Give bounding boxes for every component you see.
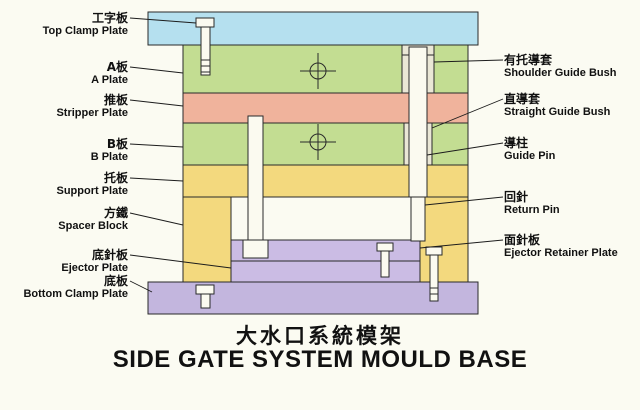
leader-spacer-block <box>129 212 184 226</box>
cap-screw-top-icon <box>195 17 215 76</box>
label-stripper-plate: 推板 Stripper Plate <box>0 93 128 120</box>
label-a-plate-zh: A板 <box>106 60 128 74</box>
label-b-plate: B板 B Plate <box>0 137 128 164</box>
leader-b-plate <box>129 143 184 148</box>
return-pin-right-shape <box>410 196 426 242</box>
label-spacer-block-en: Spacer Block <box>58 220 128 232</box>
leader-straight-bush <box>431 98 504 129</box>
label-straight-guide-bush: 直導套 Straight Guide Bush <box>504 92 640 119</box>
figure-title-english: SIDE GATE SYSTEM MOULD BASE <box>112 346 528 373</box>
label-return-pin-en: Return Pin <box>504 204 560 216</box>
return-pin-left-head-shape <box>242 239 269 259</box>
label-straight-guide-bush-zh: 直導套 <box>504 92 541 106</box>
label-ejector-plate-en: Ejector Plate <box>61 262 128 274</box>
label-return-pin-zh: 回針 <box>504 190 529 204</box>
label-b-plate-en: B Plate <box>90 151 128 163</box>
leader-top-clamp-plate <box>129 17 197 24</box>
label-straight-guide-bush-en: Straight Guide Bush <box>504 106 611 118</box>
centerline-mark-lower-icon <box>300 124 336 160</box>
label-bottom-clamp-plate-en: Bottom Clamp Plate <box>23 288 128 300</box>
leader-stripper-plate <box>129 99 184 107</box>
label-ejector-retainer-plate: 面針板 Ejector Retainer Plate <box>504 233 640 260</box>
label-guide-pin-zh: 導柱 <box>504 136 529 150</box>
ejector-plate-shape <box>230 260 421 283</box>
label-guide-pin-en: Guide Pin <box>504 150 556 162</box>
label-stripper-plate-en: Stripper Plate <box>56 107 128 119</box>
cap-screw-bottom-left-icon <box>195 284 215 309</box>
label-bottom-clamp-plate-zh: 底板 <box>103 274 128 288</box>
label-ejector-retainer-plate-en: Ejector Retainer Plate <box>504 247 618 259</box>
top-clamp-plate-shape <box>147 11 479 46</box>
label-top-clamp-plate-en: Top Clamp Plate <box>42 25 128 37</box>
label-top-clamp-plate: 工字板 Top Clamp Plate <box>0 11 128 38</box>
label-ejector-retainer-plate-zh: 面針板 <box>504 233 541 247</box>
leader-shoulder-bush <box>433 59 504 63</box>
label-bottom-clamp-plate: 底板 Bottom Clamp Plate <box>0 274 128 301</box>
leader-return-pin <box>424 196 504 206</box>
label-support-plate-en: Support Plate <box>56 185 128 197</box>
spacer-block-right-shape <box>419 196 469 283</box>
label-a-plate-en: A Plate <box>91 74 128 86</box>
figure-title-chinese: 大水口系統模架 <box>236 324 404 348</box>
label-support-plate: 托板 Support Plate <box>0 171 128 198</box>
guide-pin-shape <box>408 46 428 198</box>
centerline-mark-upper-icon <box>300 53 336 89</box>
leader-a-plate <box>129 66 184 74</box>
label-support-plate-zh: 托板 <box>103 171 128 185</box>
cap-screw-ejector-icon <box>376 242 394 278</box>
label-shoulder-guide-bush-en: Shoulder Guide Bush <box>504 67 617 79</box>
label-spacer-block-zh: 方鐵 <box>103 206 128 220</box>
label-top-clamp-plate-zh: 工字板 <box>91 11 128 25</box>
return-pin-left-shape <box>247 115 264 241</box>
leader-lines <box>129 17 504 293</box>
label-ejector-plate: 底針板 Ejector Plate <box>0 248 128 275</box>
leader-support-plate <box>129 177 184 182</box>
leader-guide-pin <box>426 142 504 156</box>
label-return-pin: 回針 Return Pin <box>504 190 640 217</box>
leader-ejector-plate <box>129 254 232 269</box>
label-a-plate: A板 A Plate <box>0 60 128 87</box>
label-b-plate-zh: B板 <box>106 137 128 151</box>
spacer-block-left-shape <box>182 196 232 283</box>
label-stripper-plate-zh: 推板 <box>103 93 128 107</box>
label-shoulder-guide-bush: 有托導套 Shoulder Guide Bush <box>504 53 640 80</box>
label-shoulder-guide-bush-zh: 有托導套 <box>504 53 553 67</box>
label-spacer-block: 方鐵 Spacer Block <box>0 206 128 233</box>
leader-retainer-plate <box>419 239 504 249</box>
leader-bottom-clamp <box>129 280 153 293</box>
label-guide-pin: 導柱 Guide Pin <box>504 136 640 163</box>
label-ejector-plate-zh: 底針板 <box>91 248 128 262</box>
